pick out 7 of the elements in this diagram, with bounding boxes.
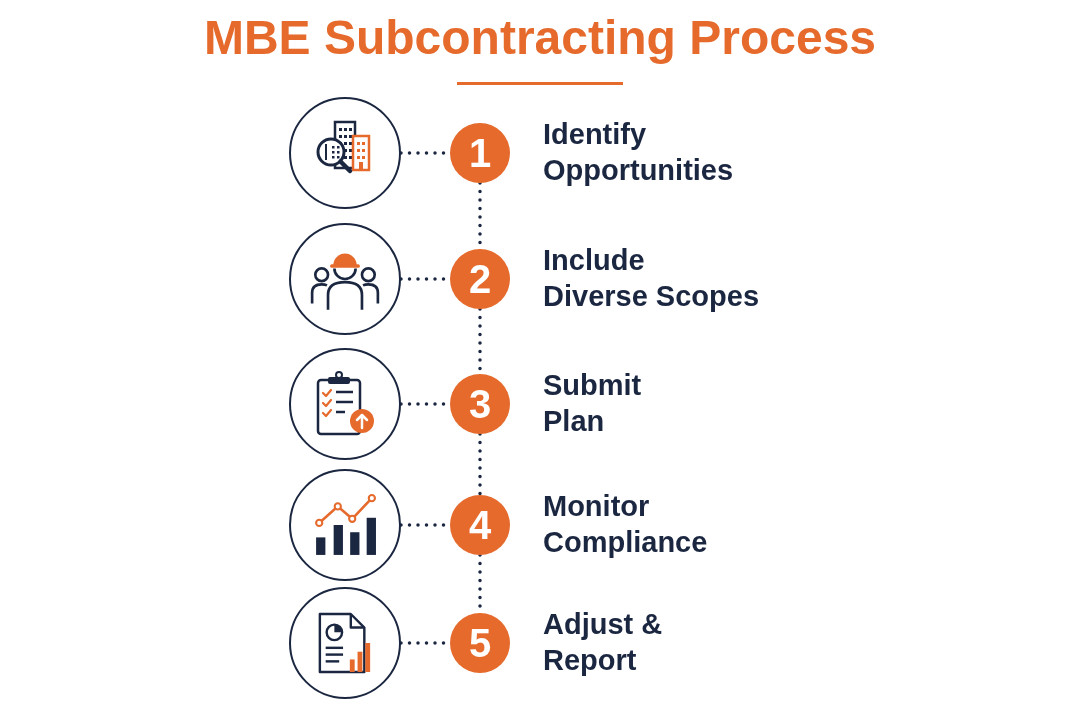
step-label: Monitor Compliance (543, 489, 708, 560)
dotted-connector (478, 432, 482, 497)
step-label: Submit Plan (543, 368, 642, 439)
step-label: Adjust & Report (543, 607, 663, 678)
step-label: Identify Opportunities (543, 117, 734, 188)
diagram-title: MBE Subcontracting Process (203, 10, 877, 66)
step-label: Include Diverse Scopes (543, 243, 759, 314)
